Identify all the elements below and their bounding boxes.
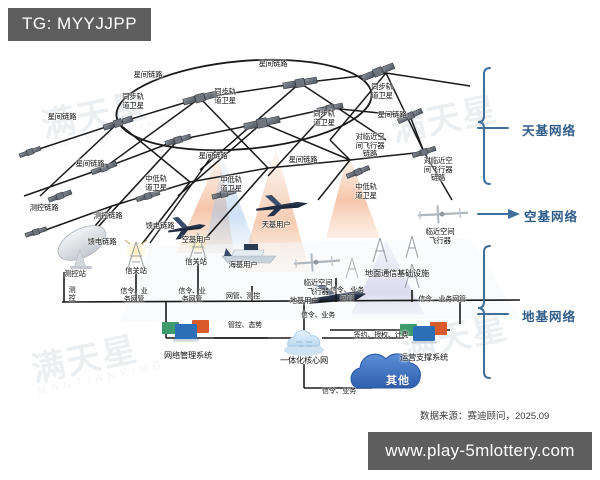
- link-label-isl-6: 星间链路: [198, 151, 228, 160]
- bus-label-bus-billing: 签约、授权、计费: [353, 332, 409, 339]
- link-label-feed-1: 馈电链路: [87, 237, 117, 246]
- node-label-core: 一体化核心网: [280, 356, 328, 365]
- node-label-other: 其他: [386, 375, 410, 387]
- category-label-space: 天基网络: [522, 124, 577, 138]
- node-label-oss: 运营支撑系统: [400, 353, 448, 362]
- node-label-nsv-2: 临近空间 飞行器: [425, 227, 455, 245]
- bus-label-bus-nm-ttc: 网管、测控: [226, 293, 260, 300]
- network-management-system-icon: [162, 320, 209, 342]
- other-cloud-icon: [350, 353, 421, 389]
- node-label-infra: 地面通信基础设施: [365, 269, 429, 278]
- node-label-sea-user: 海基用户: [228, 260, 258, 269]
- link-label-geo-3: 同步轨 道卫星: [371, 82, 393, 100]
- node-label-space-user: 天基用户: [261, 220, 291, 229]
- node-label-nms: 网络管理系统: [164, 351, 212, 360]
- node-label-gw-1: 信关站: [125, 266, 147, 275]
- link-label-isl-7: 星间链路: [288, 155, 318, 164]
- link-label-nsv-l2: 对临近空 间飞行器 链路: [423, 156, 453, 183]
- node-label-gw-2: 信关站: [185, 257, 207, 266]
- bus-label-bus-sig-5: 信令、业务: [301, 312, 335, 319]
- link-label-meo-2: 中低轨 道卫星: [220, 175, 242, 193]
- link-label-meo-3: 中低轨 道卫星: [355, 182, 377, 200]
- node-label-ground-user: 地基用户: [289, 296, 319, 305]
- category-label-ground: 地基网络: [522, 310, 577, 324]
- bus-label-bus-sig-3: 信令、业务 网管: [330, 287, 364, 303]
- link-label-ttc-2: 测控链路: [93, 211, 123, 220]
- bus-label-bus-sig-1: 信令、业 务网管: [120, 288, 148, 304]
- bus-label-bus-ttc: 测 控: [68, 287, 76, 303]
- source-note: 数据来源：赛迪顾问，2025.09: [420, 411, 550, 422]
- operation-support-system-icon: [400, 322, 447, 344]
- link-label-isl-3: 星间链路: [47, 112, 77, 121]
- bus-label-bus-sig-4: 信令、业务网管: [418, 296, 466, 303]
- link-label-isl-4: 星间链路: [377, 110, 407, 119]
- bus-label-bus-mgmt: 管控、态势: [228, 322, 262, 329]
- link-label-geo-2: 同步轨 道卫星: [214, 87, 236, 105]
- link-label-isl-5: 星间链路: [75, 159, 105, 168]
- link-label-feed-2: 馈电链路: [145, 221, 175, 230]
- node-label-ttc-station: 测控站: [64, 269, 86, 278]
- bus-label-bus-sig-6: 信令、业务: [322, 388, 356, 395]
- url-watermark-chip: www.play-5mlottery.com: [368, 432, 592, 470]
- link-label-ttc-1: 测控链路: [29, 203, 59, 212]
- tg-banner: TG: MYYJJPP: [8, 8, 152, 41]
- link-label-nsv-l1: 对临近空 间飞行器 链路: [355, 132, 385, 159]
- link-label-geo-4: 同步轨 道卫星: [313, 109, 335, 127]
- link-label-isl-2: 星间链路: [258, 59, 288, 68]
- link-label-geo-1: 同步轨 道卫星: [122, 92, 144, 110]
- satellite-dish-icon: [57, 225, 107, 269]
- link-label-meo-1: 中低轨 道卫星: [145, 174, 167, 192]
- node-label-air-user: 空基用户: [181, 235, 211, 244]
- link-label-isl-1: 星间链路: [133, 70, 163, 79]
- core-network-icon: [284, 330, 324, 356]
- node-label-nsv-1: 临近空间 飞行器: [303, 278, 333, 296]
- category-label-air: 空基网络: [524, 210, 579, 224]
- bus-label-bus-sig-2: 信令、业 务网管: [178, 288, 206, 304]
